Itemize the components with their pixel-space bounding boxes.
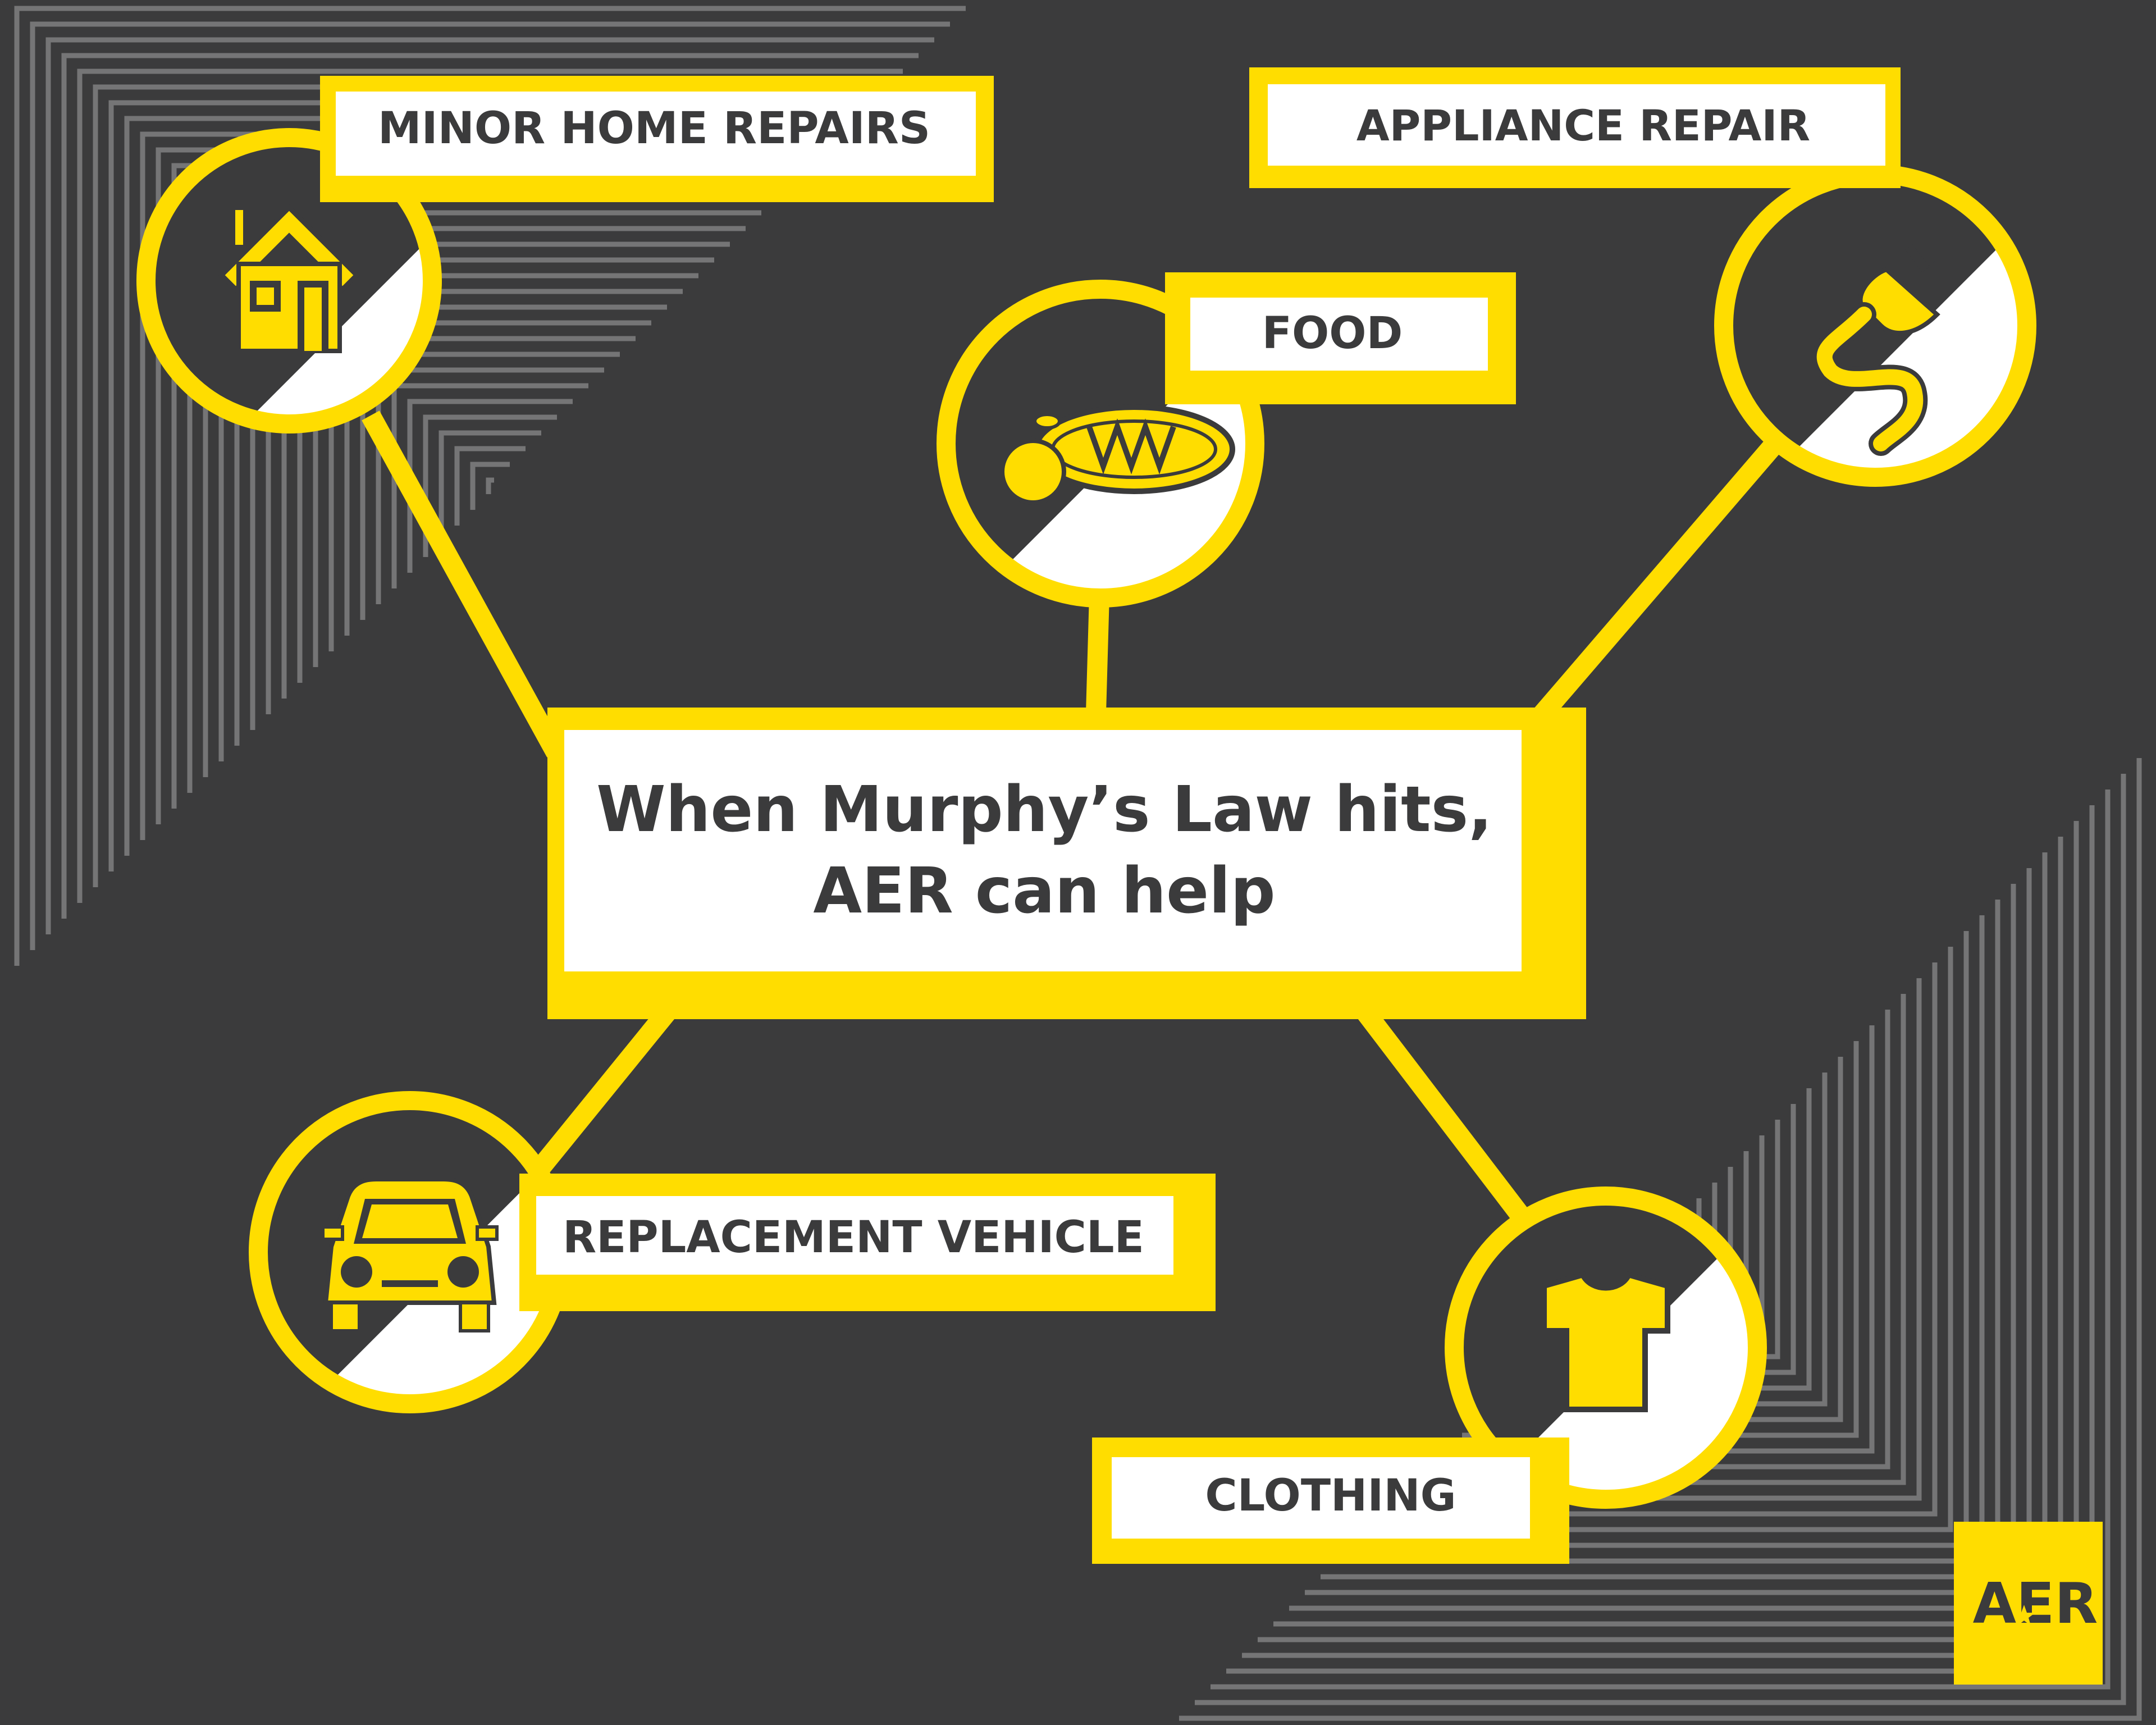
label-box-clothing: CLOTHING (1092, 1438, 1569, 1564)
connector-food (1086, 595, 1109, 714)
node-circle-ring (136, 128, 442, 433)
label-box-vehicle: REPLACEMENT VEHICLE (519, 1174, 1216, 1311)
center-title-line-2: AER can help (813, 855, 1275, 928)
center-title-line-1: When Murphy’s Law hits, (596, 773, 1492, 846)
label-box-home: MINOR HOME REPAIRS (320, 76, 994, 202)
house-icon (218, 204, 360, 353)
label-appliance: APPLIANCE REPAIR (1356, 101, 1810, 150)
stripe-line (407, 399, 573, 573)
stripe-line (30, 21, 950, 950)
car-icon (321, 1177, 499, 1332)
stripe-line (1179, 758, 2142, 1721)
logo-text: AER (1973, 1571, 2098, 1636)
center-box: When Murphy’s Law hits, AER can help (547, 708, 1586, 1019)
label-food: FOOD (1262, 308, 1403, 359)
aer-logo: AER (1954, 1522, 2103, 1685)
connector-home (362, 410, 565, 757)
stripe-line (470, 462, 510, 510)
label-box-food: FOOD (1165, 272, 1516, 404)
stripe-line (77, 69, 903, 903)
node-clothing: CLOTHING (1092, 1186, 1767, 1564)
stripe-line (454, 446, 526, 526)
apple-bread-icon (1000, 404, 1235, 505)
label-home: MINOR HOME REPAIRS (378, 103, 930, 154)
shirt-icon (1541, 1271, 1670, 1412)
stripe-line (1211, 790, 2111, 1690)
connector-lines (362, 410, 1788, 1230)
stripe-line (486, 477, 494, 494)
connector-vehicle (514, 1004, 676, 1197)
stripe-line (61, 53, 919, 919)
stripe-line (1195, 774, 2126, 1705)
stripe-line (45, 37, 934, 934)
stripe-line (14, 6, 966, 966)
label-clothing: CLOTHING (1205, 1471, 1456, 1521)
stripe-line (438, 430, 541, 541)
star-icon (2013, 1605, 2035, 1626)
node-vehicle: REPLACEMENT VEHICLE (249, 1091, 1216, 1413)
label-vehicle: REPLACEMENT VEHICLE (563, 1212, 1144, 1263)
node-home: MINOR HOME REPAIRS (136, 76, 994, 433)
label-box-appliance: APPLIANCE REPAIR (1249, 67, 1901, 188)
node-appliance: APPLIANCE REPAIR (1249, 67, 2036, 487)
connector-clothing (1356, 1005, 1536, 1230)
plug-icon (1812, 244, 1952, 456)
connector-appliance (1531, 431, 1788, 725)
